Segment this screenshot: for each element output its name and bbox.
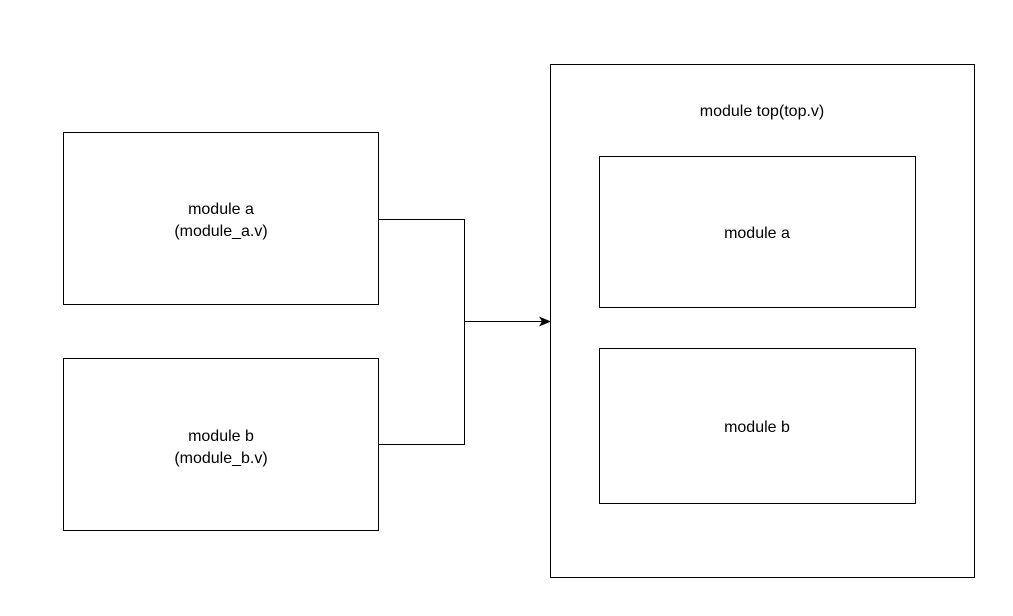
module-b-label-line1: module b (188, 428, 254, 445)
module-a-label-line2: (module_a.v) (174, 223, 267, 240)
top-child-module-b-label: module b (724, 419, 790, 436)
module-a-source-node: module a (module_a.v) (63, 132, 379, 305)
top-child-module-a-label: module a (724, 225, 790, 242)
module-a-box (63, 132, 379, 305)
top-child-module-a: module a (599, 156, 916, 308)
connector-module-a (379, 219, 465, 322)
top-child-module-b-box (599, 348, 916, 504)
top-module-node: module top(top.v) module a module b (550, 64, 975, 578)
module-a-label-line1: module a (188, 201, 254, 218)
top-child-module-a-box (599, 156, 916, 308)
top-child-module-b: module b (599, 348, 916, 504)
top-module-label: module top(top.v) (700, 103, 825, 120)
module-b-box (63, 358, 379, 531)
module-b-label-line2: (module_b.v) (174, 450, 267, 467)
module-b-source-node: module b (module_b.v) (63, 358, 379, 531)
connector-module-b (379, 322, 465, 445)
